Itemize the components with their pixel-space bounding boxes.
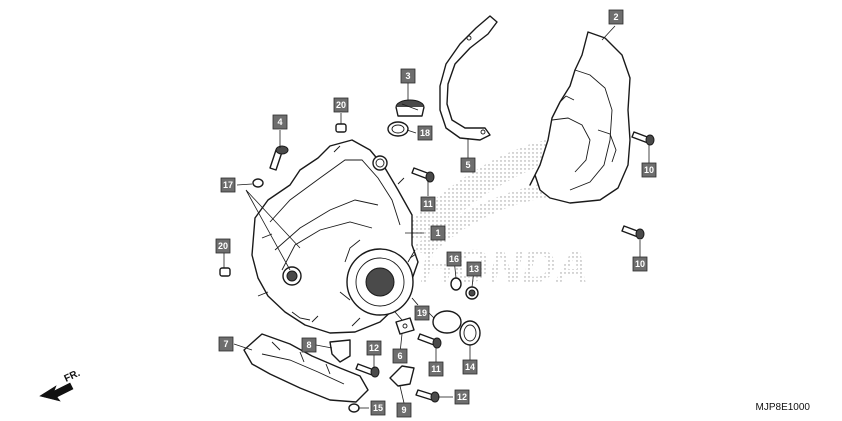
svg-text:7: 7 bbox=[223, 339, 228, 349]
svg-text:12: 12 bbox=[457, 392, 467, 402]
svg-text:16: 16 bbox=[449, 254, 459, 264]
bracket-part-8 bbox=[329, 339, 351, 363]
grommet-part-15 bbox=[348, 403, 360, 413]
svg-text:19: 19 bbox=[417, 308, 427, 318]
callout-14: 14 bbox=[462, 359, 478, 375]
svg-text:8: 8 bbox=[306, 340, 311, 350]
callout-11-top: 11 bbox=[420, 196, 436, 212]
crankcase-cover-part-1 bbox=[251, 139, 419, 334]
bolt-part-10-top bbox=[631, 131, 655, 146]
callout-10-bottom: 10 bbox=[632, 256, 648, 272]
svg-text:2: 2 bbox=[613, 12, 618, 22]
bolt-part-10-bottom bbox=[621, 225, 645, 240]
drawing-code: MJP8E1000 bbox=[755, 402, 810, 413]
front-label: FR. bbox=[63, 368, 82, 385]
callout-3: 3 bbox=[400, 68, 416, 84]
callout-11-bottom: 11 bbox=[428, 361, 444, 377]
bolt-part-11-top bbox=[411, 167, 435, 183]
bolt-part-11-bottom bbox=[417, 333, 442, 349]
dowel-pin-part-20-left bbox=[219, 267, 231, 277]
callout-20-left: 20 bbox=[215, 238, 231, 254]
front-direction-indicator: FR. bbox=[39, 368, 82, 402]
o-ring-part-16 bbox=[450, 277, 462, 291]
watermark-text: HONDA bbox=[420, 240, 589, 292]
front-arrow-icon bbox=[39, 382, 74, 402]
svg-text:6: 6 bbox=[397, 351, 402, 361]
leader-lines bbox=[223, 25, 650, 409]
bolt-part-12-right bbox=[415, 389, 440, 403]
svg-text:5: 5 bbox=[465, 160, 470, 170]
callout-8: 8 bbox=[301, 337, 317, 353]
cap-part-14-inner bbox=[463, 324, 477, 342]
guide-plate-part-5 bbox=[439, 15, 498, 141]
svg-text:17: 17 bbox=[223, 180, 233, 190]
svg-text:11: 11 bbox=[423, 199, 433, 209]
oil-filler-cap-part-3 bbox=[395, 99, 425, 117]
svg-text:10: 10 bbox=[635, 259, 645, 269]
o-ring-part-18 bbox=[387, 121, 409, 137]
svg-text:12: 12 bbox=[369, 343, 379, 353]
callout-13: 13 bbox=[466, 261, 482, 277]
callout-1: 1 bbox=[430, 225, 446, 241]
svg-text:13: 13 bbox=[469, 264, 479, 274]
svg-text:18: 18 bbox=[420, 128, 430, 138]
callout-20-top: 20 bbox=[333, 97, 349, 113]
svg-text:20: 20 bbox=[218, 241, 228, 251]
svg-text:9: 9 bbox=[401, 405, 406, 415]
washer-part-17 bbox=[252, 178, 264, 188]
svg-text:11: 11 bbox=[431, 364, 441, 374]
o-ring-part-18-inner bbox=[391, 124, 405, 134]
svg-text:20: 20 bbox=[336, 100, 346, 110]
svg-text:3: 3 bbox=[405, 71, 410, 81]
callout-17: 17 bbox=[220, 177, 236, 193]
callout-9: 9 bbox=[396, 402, 412, 418]
callout-16: 16 bbox=[446, 251, 462, 267]
callout-5: 5 bbox=[460, 157, 476, 173]
svg-text:10: 10 bbox=[644, 165, 654, 175]
callout-10-top: 10 bbox=[641, 162, 657, 178]
callout-12-right: 12 bbox=[454, 389, 470, 405]
svg-text:14: 14 bbox=[465, 362, 475, 372]
callout-4: 4 bbox=[272, 114, 288, 130]
callout-19: 19 bbox=[414, 305, 430, 321]
clip-part-6 bbox=[395, 317, 415, 335]
svg-text:4: 4 bbox=[277, 117, 282, 127]
svg-text:15: 15 bbox=[373, 403, 383, 413]
callout-12-left: 12 bbox=[366, 340, 382, 356]
callout-2: 2 bbox=[608, 9, 624, 25]
bolt-part-4 bbox=[269, 145, 289, 171]
callout-18: 18 bbox=[417, 125, 433, 141]
callout-7: 7 bbox=[218, 336, 234, 352]
clamp-part-9 bbox=[389, 365, 415, 387]
sprocket-cover-part-2 bbox=[529, 31, 631, 204]
callout-15: 15 bbox=[370, 400, 386, 416]
svg-text:1: 1 bbox=[435, 228, 440, 238]
lower-cover-part-7 bbox=[243, 333, 369, 403]
o-ring-part-19 bbox=[432, 310, 462, 334]
seal-part-13-inner bbox=[468, 289, 476, 297]
bolt-part-12-left bbox=[355, 363, 380, 378]
dowel-pin-part-20-top bbox=[335, 123, 347, 133]
callout-6: 6 bbox=[392, 348, 408, 364]
